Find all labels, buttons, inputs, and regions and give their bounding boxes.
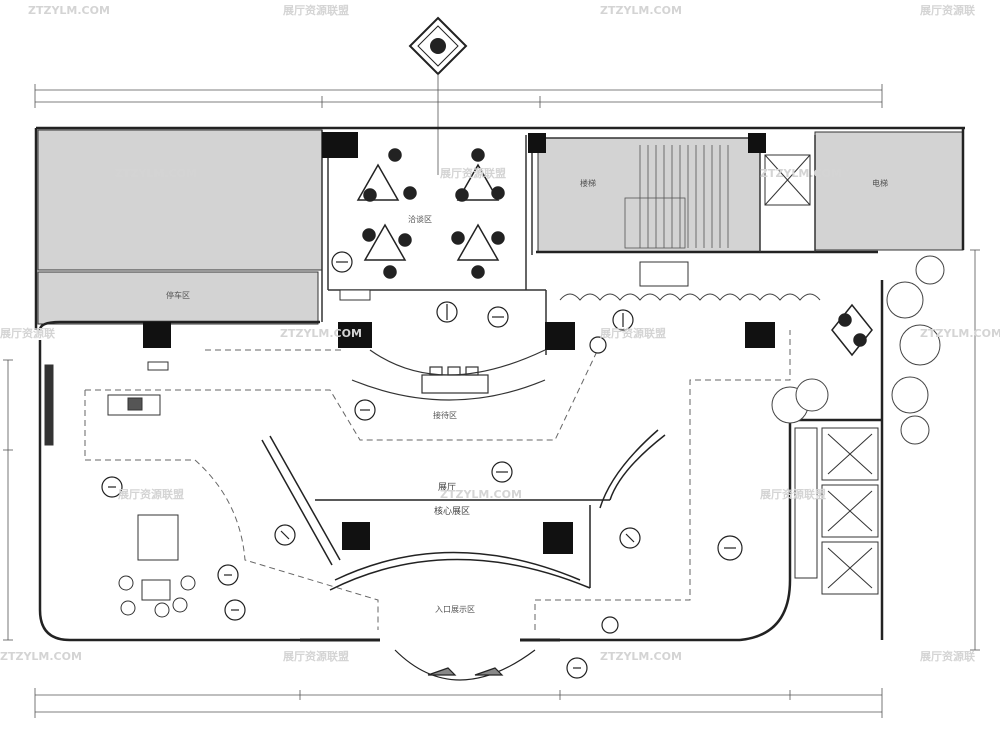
entrance-area [300, 638, 560, 681]
top-dimension-line [34, 84, 883, 108]
elevator-top-icon [764, 154, 811, 206]
visitor-route [84, 330, 791, 630]
reception-desk [351, 349, 546, 401]
central-exhibit-wall [261, 429, 666, 591]
north-arrow-icon [408, 16, 468, 175]
label-lounge: 洽谈区 [408, 214, 432, 224]
inner-partitions [321, 130, 816, 355]
stair-icon [624, 145, 729, 249]
watermark-en-center: ZTZYLM.COM [280, 327, 362, 340]
watermark-cn-lower-left: 展厅资源联盟 [117, 487, 184, 501]
watermark-cn-center-right: 展厅资源联盟 [599, 326, 666, 340]
marker-symbols [101, 251, 743, 679]
watermark-en-mid-right: ZTZYLM.COM [760, 167, 842, 180]
hatched-zone-lower-left [37, 271, 319, 325]
hatched-zone-right [814, 131, 964, 251]
right-marker-diamond [831, 303, 873, 357]
shrub-icons [559, 255, 945, 445]
watermark-en-right: ZTZYLM.COM [920, 327, 1000, 340]
watermark-cn-left-edge: 展厅资源联 [0, 326, 55, 340]
watermark-en-mid-left: ZTZYLM.COM [115, 167, 197, 180]
label-stair: 楼梯 [580, 178, 596, 188]
label-entrance: 入口展示区 [435, 605, 475, 614]
watermark-en-top-left: ZTZYLM.COM [28, 4, 110, 17]
watermark-cn-lower-right: 展厅资源联盟 [759, 487, 826, 501]
watermark-en-bottom-left: ZTZYLM.COM [0, 650, 82, 663]
elevator-bank-icon [794, 427, 879, 595]
hatched-zone-stair-area [537, 137, 761, 253]
watermark-cn-bottom: 展厅资源联盟 [282, 649, 349, 663]
lounge-tables [356, 148, 505, 279]
label-elevator: 电梯 [872, 178, 888, 188]
bottom-dimension-line [34, 688, 883, 718]
watermark-cn-top-right: 展厅资源联 [919, 3, 975, 17]
top-right-counter [339, 261, 689, 301]
left-side-furniture [44, 361, 196, 618]
watermark-en-bottom: ZTZYLM.COM [600, 650, 682, 663]
watermark-cn-bottom-right: 展厅资源联 [919, 649, 975, 663]
right-dimension-line [970, 249, 980, 651]
watermark-cn-top: 展厅资源联盟 [282, 3, 349, 17]
watermark-en-lower-center: ZTZYLM.COM [440, 488, 522, 501]
watermark-cn-mid: 展厅资源联盟 [439, 166, 506, 180]
hatched-zone-upper-left [37, 129, 323, 271]
left-dimension-line [3, 359, 13, 641]
outer-walls [34, 126, 965, 642]
label-parking: 停车区 [166, 290, 190, 300]
label-hall-center: 展厅 [438, 482, 456, 493]
label-reception: 接待区 [433, 410, 457, 420]
label-core-exhibit: 核心展区 [434, 505, 470, 517]
watermark-en-top: ZTZYLM.COM [600, 4, 682, 17]
